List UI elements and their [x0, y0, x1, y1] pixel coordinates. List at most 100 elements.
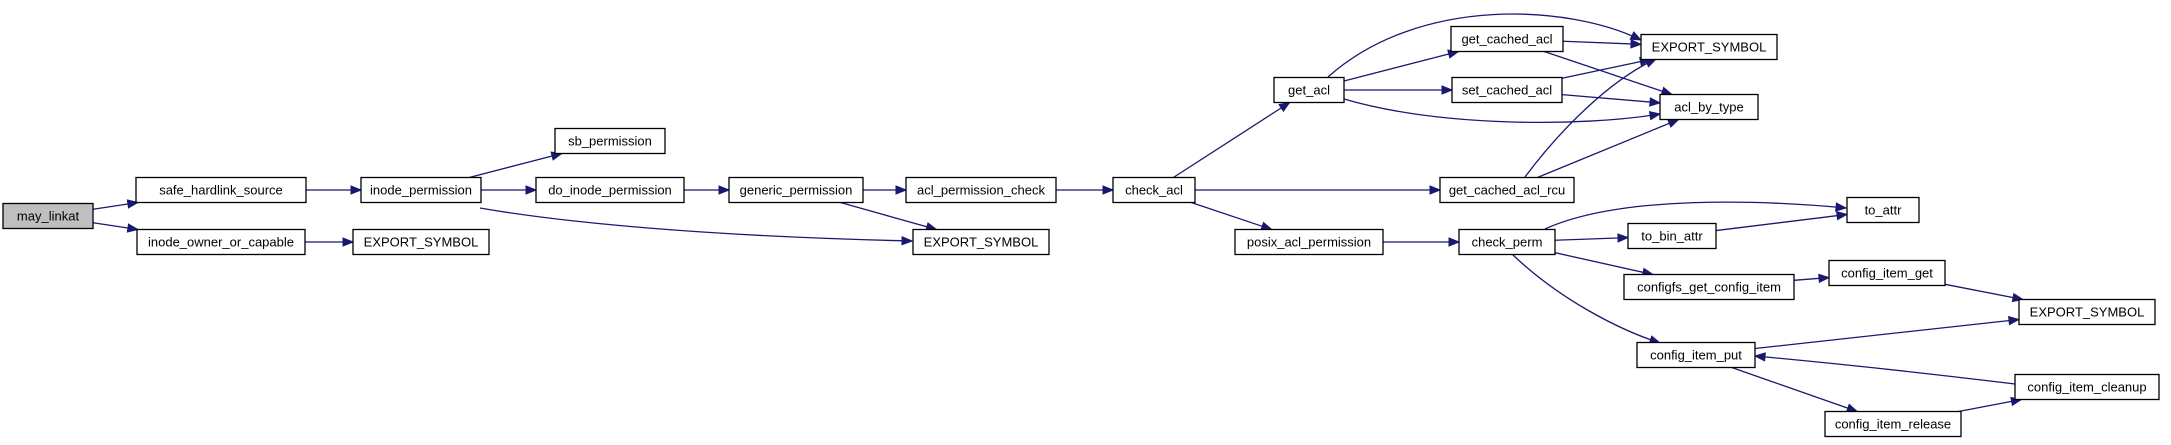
node-box: [1451, 76, 1563, 104]
node-box: [1458, 228, 1556, 256]
node-label: EXPORT_SYMBOL: [1652, 40, 1767, 55]
node-export-symbol-d[interactable]: EXPORT_SYMBOL: [2018, 298, 2156, 326]
edge-get-cached-acl-rcu-to-acl-by-type: [1537, 118, 1679, 179]
node-label: check_perm: [1472, 235, 1543, 250]
node-label: acl_by_type: [1674, 100, 1743, 115]
node-acl-by-type[interactable]: acl_by_type: [1659, 93, 1759, 121]
node-label: config_item_put: [1650, 348, 1742, 363]
edge-get-cached-acl-rcu-to-export-symbol-c: [1524, 58, 1657, 178]
edge-generic-permission-to-acl-permission-check-arrowhead: [895, 185, 908, 195]
node-box: [1623, 273, 1795, 301]
node-to-attr[interactable]: to_attr: [1846, 196, 1920, 224]
edge-set-cached-acl-to-acl-by-type: [1561, 93, 1661, 104]
node-configfs-get-config-item[interactable]: configfs_get_config_item: [1623, 273, 1795, 301]
node-label: posix_acl_permission: [1247, 235, 1371, 250]
edge-inode-permission-to-export-symbol-b: [479, 207, 913, 242]
node-get-cached-acl-rcu[interactable]: get_cached_acl_rcu: [1439, 176, 1575, 204]
edge-do-inode-permission-to-generic-permission-arrowhead: [718, 185, 731, 195]
node-get-cached-acl[interactable]: get_cached_acl: [1450, 25, 1564, 53]
edge-config-item-get-to-export-symbol-d: [1944, 283, 2024, 301]
edge-to-bin-attr-to-to-attr: [1715, 213, 1848, 232]
node-acl-permission-check[interactable]: acl_permission_check: [905, 176, 1057, 204]
node-sb-permission[interactable]: sb_permission: [554, 127, 666, 155]
edge-config-item-put-to-export-symbol-d-arrowhead: [2008, 315, 2021, 326]
edge-get-acl-to-get-cached-acl: [1343, 50, 1459, 82]
edge-get-cached-acl-to-acl-by-type: [1543, 50, 1673, 96]
node-export-symbol-a[interactable]: EXPORT_SYMBOL: [352, 228, 490, 256]
node-config-item-release[interactable]: config_item_release: [1824, 410, 1962, 438]
node-box: [1627, 222, 1717, 250]
node-inode-owner-or-capable[interactable]: inode_owner_or_capable: [136, 228, 306, 256]
node-label: check_acl: [1125, 183, 1183, 198]
node-check-perm[interactable]: check_perm: [1458, 228, 1556, 256]
node-to-bin-attr[interactable]: to_bin_attr: [1627, 222, 1717, 250]
node-config-item-get[interactable]: config_item_get: [1828, 259, 1946, 287]
node-box: [2014, 373, 2160, 401]
edge-may-linkat-to-safe-hardlink-source-arrowhead: [126, 199, 140, 209]
node-box: [2, 202, 94, 230]
node-box: [1439, 176, 1575, 204]
node-label: may_linkat: [17, 209, 80, 224]
node-box: [1659, 93, 1759, 121]
edge-config-item-cleanup-to-config-item-put-arrowhead: [1753, 352, 1766, 362]
node-config-item-put[interactable]: config_item_put: [1636, 341, 1756, 369]
edge-check-acl-to-get-acl: [1173, 101, 1290, 179]
nodes-layer: may_linkat safe_hardlink_source inode_owne…: [2, 25, 2160, 438]
edge-get-acl-to-acl-by-type: [1343, 98, 1661, 124]
node-label: EXPORT_SYMBOL: [2030, 305, 2145, 320]
node-posix-acl-permission[interactable]: posix_acl_permission: [1234, 228, 1384, 256]
node-safe-hardlink-source[interactable]: safe_hardlink_source: [135, 176, 307, 204]
node-label: inode_permission: [370, 183, 472, 198]
edge-inode-permission-to-sb-permission: [469, 152, 562, 179]
edge-set-cached-acl-to-acl-by-type-arrowhead: [1649, 97, 1662, 107]
node-get-acl[interactable]: get_acl: [1273, 76, 1345, 104]
node-label: generic_permission: [740, 183, 853, 198]
node-check-acl[interactable]: check_acl: [1112, 176, 1196, 204]
node-box: [554, 127, 666, 155]
edge-config-item-release-to-config-item-cleanup: [1958, 398, 2022, 413]
node-config-item-cleanup[interactable]: config_item_cleanup: [2014, 373, 2160, 401]
edge-check-acl-to-get-acl-arrowhead: [1278, 101, 1291, 113]
node-inode-permission[interactable]: inode_permission: [360, 176, 482, 204]
edge-check-perm-to-to-bin-attr-arrowhead: [1617, 233, 1630, 243]
edge-to-bin-attr-to-to-attr-arrowhead: [1835, 211, 1849, 221]
node-set-cached-acl[interactable]: set_cached_acl: [1451, 76, 1563, 104]
node-export-symbol-c[interactable]: EXPORT_SYMBOL: [1640, 33, 1778, 61]
node-box: [1273, 76, 1345, 104]
edge-config-item-put-to-config-item-release-arrowhead: [1845, 403, 1859, 413]
node-box: [2018, 298, 2156, 326]
node-label: config_item_release: [1835, 417, 1951, 432]
node-box: [905, 176, 1057, 204]
edge-may-linkat-to-inode-owner-or-capable-arrowhead: [126, 223, 140, 233]
edge-config-item-put-to-export-symbol-d: [1754, 318, 2020, 350]
node-label: to_bin_attr: [1641, 229, 1703, 244]
node-label: to_attr: [1865, 203, 1903, 218]
node-label: config_item_get: [1841, 266, 1933, 281]
node-label: safe_hardlink_source: [159, 183, 283, 198]
edge-config-item-put-to-config-item-release: [1731, 366, 1858, 413]
edge-posix-acl-permission-to-check-perm-arrowhead: [1448, 237, 1461, 247]
edge-get-acl-to-export-symbol-c: [1327, 13, 1642, 78]
node-generic-permission[interactable]: generic_permission: [728, 176, 864, 204]
node-box: [352, 228, 490, 256]
node-box: [1636, 341, 1756, 369]
node-label: get_cached_acl_rcu: [1449, 183, 1565, 198]
node-box: [535, 176, 685, 204]
edge-generic-permission-to-export-symbol-b: [840, 201, 937, 231]
edge-check-perm-to-configfs-get-config-item: [1554, 252, 1654, 276]
node-label: get_cached_acl: [1461, 32, 1552, 47]
edge-inode-permission-to-do-inode-permission-arrowhead: [525, 185, 538, 195]
node-label: acl_permission_check: [917, 183, 1045, 198]
node-box: [135, 176, 307, 204]
edge-check-perm-to-to-attr: [1544, 201, 1847, 230]
node-label: config_item_cleanup: [2027, 380, 2146, 395]
node-may-linkat: may_linkat: [2, 202, 94, 230]
node-box: [1640, 33, 1778, 61]
edge-inode-permission-to-export-symbol-b-arrowhead: [901, 236, 914, 246]
node-box: [1846, 196, 1920, 224]
edge-set-cached-acl-to-export-symbol-c: [1561, 58, 1651, 79]
node-do-inode-permission[interactable]: do_inode_permission: [535, 176, 685, 204]
node-box: [1824, 410, 1962, 438]
node-label: inode_owner_or_capable: [148, 235, 294, 250]
node-export-symbol-b[interactable]: EXPORT_SYMBOL: [912, 228, 1050, 256]
